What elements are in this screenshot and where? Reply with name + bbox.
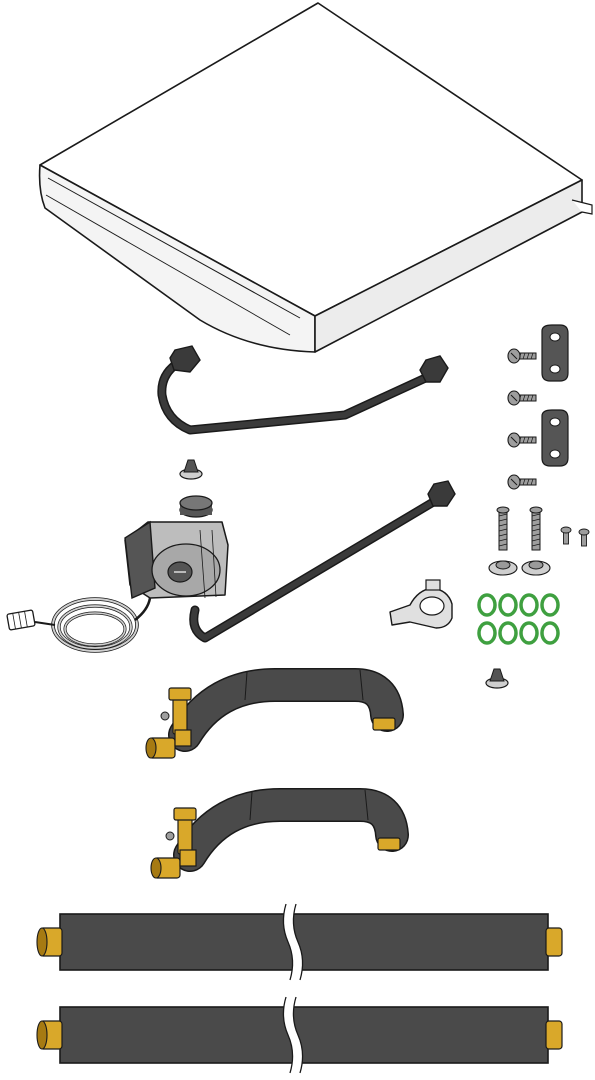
cover-panel [38,2,593,353]
pipe-nut [419,355,449,383]
brass-fitting [168,687,192,701]
brass-fitting [172,697,188,735]
o-ring-icon [477,593,497,617]
o-ring-icon [519,593,539,617]
pump-cable [6,597,152,653]
cover-panel-edge-line [45,194,291,336]
cover-panel-edge-line [47,177,301,319]
brass-fitting [372,717,396,731]
pipe-lower [189,480,456,643]
o-ring-icon [498,593,518,617]
pipe-upper [157,345,449,435]
insulation [174,789,408,871]
brass-fitting [174,729,192,747]
brass-fitting [173,807,197,821]
break-gap [283,997,303,1073]
pipe-nut [169,345,201,373]
screw-icon [507,474,537,490]
o-ring-icon [519,621,539,645]
o-ring-icon [540,593,560,617]
grommet [485,668,509,689]
o-ring-icon [498,621,518,645]
o-ring-icon [477,621,497,645]
insulated-elbow-upper [145,668,404,759]
cover-panel-top [39,2,583,317]
valve-knob [160,711,170,721]
grommet [179,459,203,480]
brass-fitting [545,927,563,957]
insulated-elbow-lower [150,788,409,879]
screw-icon [507,432,537,448]
insulated-straight-upper [36,903,563,981]
bolt-icon [488,506,518,576]
screw-icon [507,390,537,406]
bracket-icon [541,324,569,382]
brass-fitting [177,817,193,855]
pipe-nut [427,480,456,507]
bolt-icon [521,506,551,576]
valve-knob [165,831,175,841]
brass-fitting [377,837,401,851]
break-line [282,903,294,981]
fixing-hardware [488,324,590,576]
break-line [292,903,304,981]
cover-panel-lip [571,199,593,215]
break-line [292,996,304,1074]
brass-fitting [545,1020,563,1050]
o-rings [477,593,560,645]
o-ring-icon [540,621,560,645]
insulation [59,913,549,971]
brass-fitting [179,849,197,867]
insulation [59,1006,549,1064]
insulated-straight-lower [36,996,563,1074]
circulation-pump [124,495,229,600]
cable-connector [6,609,36,631]
screw-icon [507,348,537,364]
screw-icon [560,526,572,545]
pipe-clip [389,579,453,629]
break-line [282,996,294,1074]
insulation [169,669,403,751]
bracket-icon [541,409,569,467]
screw-icon [578,528,590,547]
break-gap [283,904,303,980]
